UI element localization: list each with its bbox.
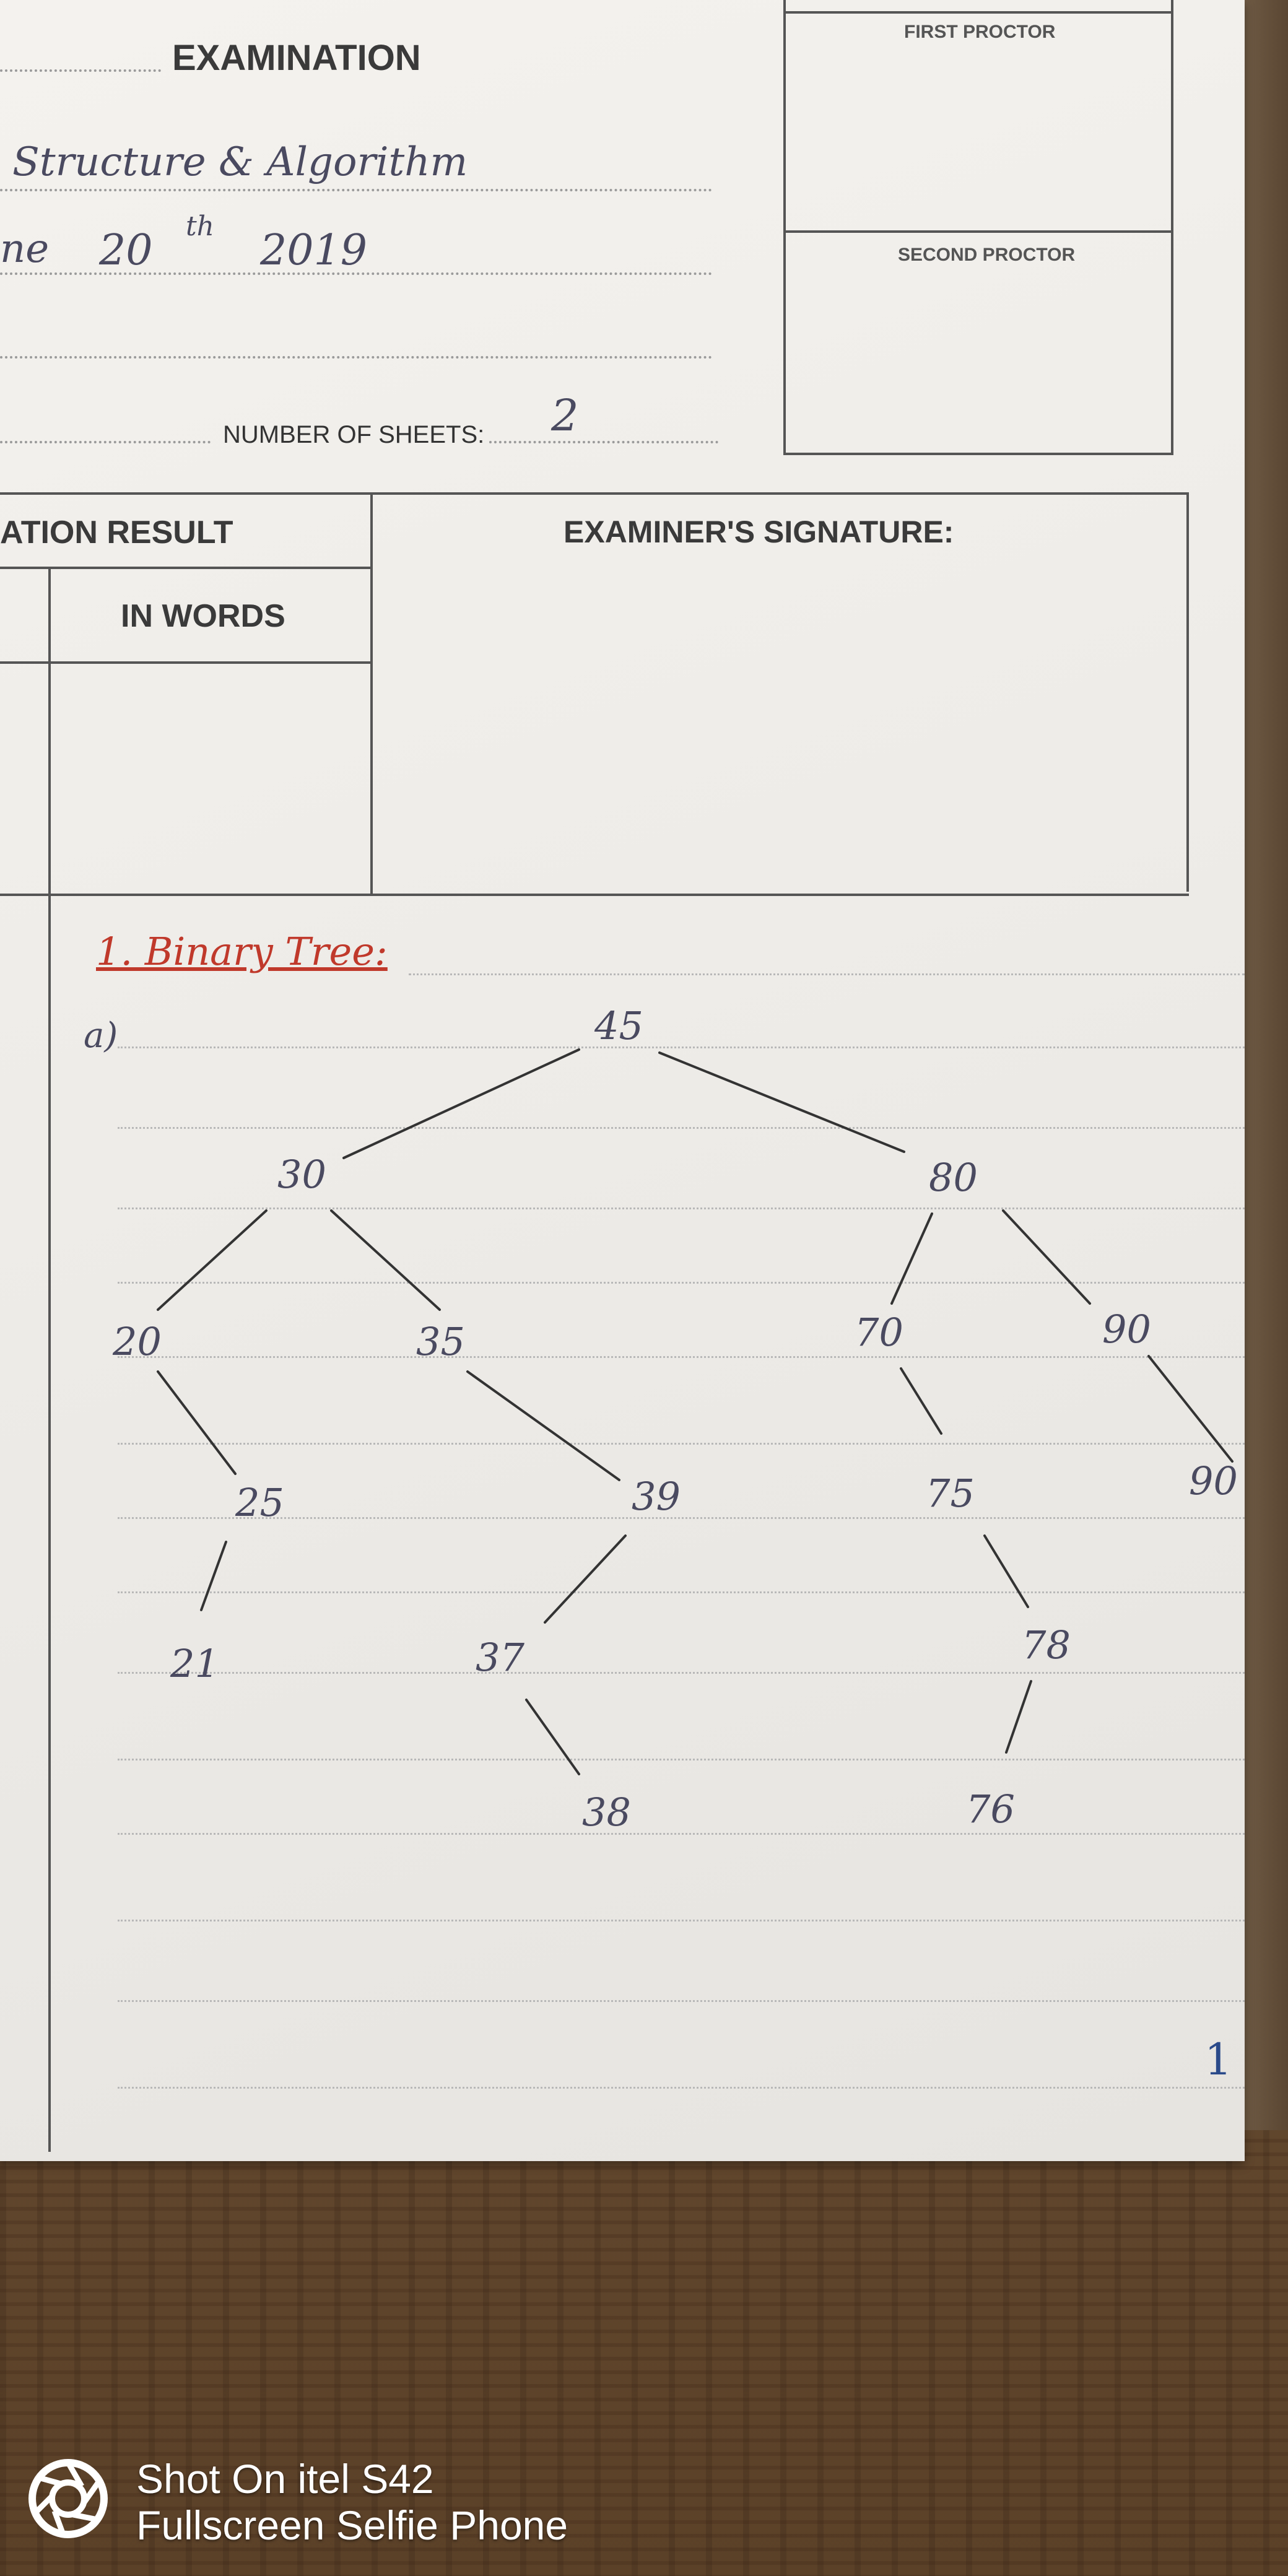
examiner-signature-label: EXAMINER'S SIGNATURE: — [564, 515, 954, 549]
tree-node: 25 — [235, 1480, 284, 1525]
proctor-divider — [783, 230, 1173, 233]
tree-node: 78 — [1022, 1622, 1071, 1668]
ruled-line — [409, 973, 1245, 975]
tree-edges — [157, 1048, 1234, 1775]
in-words-label: IN WORDS — [121, 598, 285, 634]
dotted-line — [0, 189, 712, 191]
tree-node: 30 — [277, 1152, 326, 1197]
dotted-line — [0, 69, 161, 72]
ruled-line — [118, 1833, 1245, 1835]
dotted-line — [0, 441, 211, 443]
dotted-line — [0, 272, 712, 275]
result-column-line — [370, 492, 373, 896]
edge-70-75 — [900, 1367, 942, 1435]
watermark-line2: Fullscreen Selfie Phone — [136, 2502, 568, 2548]
edge-45-80 — [658, 1051, 905, 1153]
exam-paper: EXAMINATION Structure & Algorithm ne 20 … — [0, 0, 1245, 2161]
section-title: 1. Binary Tree: — [96, 929, 388, 974]
result-table-bottom — [0, 894, 1189, 896]
proctor-box — [783, 0, 1173, 455]
result-table-top — [0, 492, 1189, 495]
course-name: Structure & Algorithm — [12, 139, 468, 185]
result-divider — [0, 661, 372, 664]
ruled-line — [118, 2000, 1245, 2002]
edge-30-35 — [330, 1209, 441, 1311]
tree-node: 35 — [416, 1319, 465, 1364]
edge-37-38 — [525, 1699, 580, 1775]
ruled-line — [118, 1356, 1245, 1358]
edge-25-21 — [200, 1541, 227, 1611]
background-strip — [1245, 0, 1288, 2130]
date-day: 20 — [99, 226, 153, 275]
tree-node: 38 — [582, 1790, 631, 1835]
subpart-label: a) — [84, 1016, 118, 1056]
result-label: ATION RESULT — [0, 515, 233, 550]
ruled-line — [118, 1920, 1245, 1921]
tree-node: 39 — [632, 1474, 681, 1519]
edge-30-20 — [157, 1209, 268, 1311]
proctor-divider — [783, 11, 1173, 14]
edge-45-30 — [342, 1048, 580, 1159]
ruled-line — [118, 1517, 1245, 1519]
second-proctor-label: SECOND PROCTOR — [898, 245, 1076, 265]
date-prefix: ne — [0, 226, 50, 272]
tree-node: 20 — [113, 1319, 162, 1364]
shutter-icon — [28, 2459, 108, 2538]
ruled-line — [118, 1672, 1245, 1674]
camera-watermark: Shot On itel S42 Fullscreen Selfie Phone — [25, 2455, 582, 2548]
result-divider — [0, 567, 372, 569]
edge-80-90 — [1002, 1209, 1091, 1305]
edge-75-78 — [983, 1534, 1029, 1608]
ruled-line — [118, 1282, 1245, 1284]
tree-node: 90 — [1102, 1307, 1151, 1352]
ruled-line — [118, 1208, 1245, 1209]
page-number: 1 — [1204, 2034, 1232, 2085]
tree-node: 21 — [170, 1641, 219, 1686]
tree-node: 70 — [855, 1310, 903, 1355]
ruled-line — [118, 1127, 1245, 1129]
ruled-line — [118, 1591, 1245, 1593]
dotted-line — [489, 441, 718, 443]
tree-node: 75 — [926, 1471, 975, 1516]
signature-box-edge — [1186, 492, 1189, 892]
tree-node: 37 — [476, 1635, 524, 1680]
tree-node: 80 — [929, 1155, 978, 1200]
edge-35-39 — [466, 1370, 620, 1481]
edge-90-90 — [1147, 1355, 1234, 1463]
number-of-sheets-label: NUMBER OF SHEETS: — [223, 421, 485, 448]
examination-label: EXAMINATION — [172, 38, 421, 78]
left-margin-line — [48, 567, 51, 2152]
edge-78-76 — [1005, 1680, 1032, 1754]
watermark-line1: Shot On itel S42 — [136, 2456, 434, 2502]
ruled-line — [118, 1046, 1245, 1048]
dotted-line — [0, 356, 712, 359]
date-suffix: th — [186, 211, 215, 242]
first-proctor-label: FIRST PROCTOR — [904, 22, 1056, 42]
ruled-line — [118, 1759, 1245, 1760]
tree-node: 90 — [1189, 1458, 1238, 1503]
tree-node: 76 — [966, 1786, 1015, 1832]
date-year: 2019 — [260, 226, 368, 275]
ruled-line — [118, 1443, 1245, 1445]
tree-node: 45 — [594, 1003, 643, 1048]
sheets-count: 2 — [551, 390, 579, 441]
ruled-line — [118, 2087, 1245, 2089]
edge-20-25 — [157, 1370, 237, 1475]
edge-39-37 — [544, 1534, 627, 1624]
edge-80-70 — [890, 1212, 933, 1305]
